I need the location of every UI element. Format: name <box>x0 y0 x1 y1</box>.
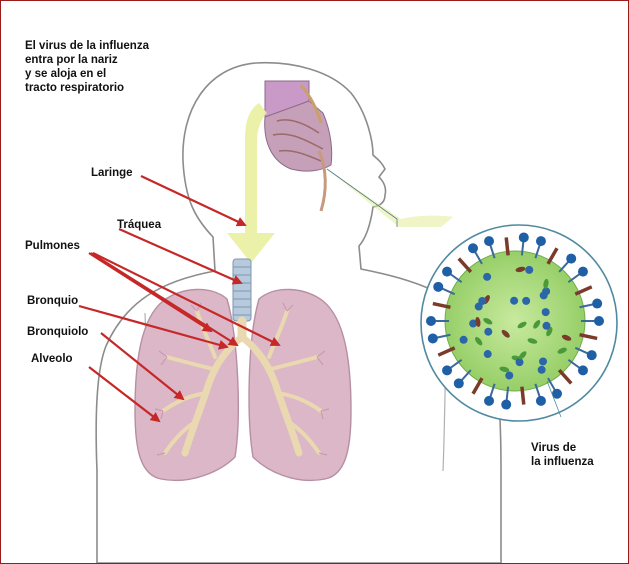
label-traquea: Tráquea <box>117 218 161 232</box>
virus-inner-dot <box>522 297 530 305</box>
virus-spike-tip <box>566 254 576 264</box>
virus-inner-dot <box>483 273 491 281</box>
virus-inner-dot <box>516 358 524 366</box>
label-bronquiolo: Bronquiolo <box>27 325 88 339</box>
virus-spike-tip <box>594 316 604 326</box>
virus-inner-dot <box>510 297 518 305</box>
virus-spike-tip <box>484 396 494 406</box>
virus-inner-dot <box>484 350 492 358</box>
virus-spike-tip <box>442 267 452 277</box>
virus-spike-tip <box>592 299 602 309</box>
label-alveolo: Alveolo <box>31 352 73 366</box>
virus-spike-tip <box>426 316 436 326</box>
trachea <box>233 259 251 321</box>
virus-inner-dot <box>460 336 468 344</box>
virus-inner-dot <box>540 291 548 299</box>
virus-spike-tip <box>519 232 529 242</box>
label-laringe: Laringe <box>91 166 133 180</box>
virus-spike-tip <box>501 400 511 410</box>
virus-inner-dot <box>484 328 492 336</box>
virus-spike-tip <box>484 236 494 246</box>
virus-particle <box>445 251 585 391</box>
virus-spike-tip <box>536 396 546 406</box>
virus-spike-tip <box>587 350 597 360</box>
virus-inner-dot <box>542 322 550 330</box>
virus-inner-dot <box>539 357 547 365</box>
virus-inner-dot <box>538 366 546 374</box>
virus-spike-tip <box>442 365 452 375</box>
virus-spike-tip <box>578 365 588 375</box>
intro-text: El virus de la influenza entra por la na… <box>25 39 149 95</box>
label-pulmones: Pulmones <box>25 239 80 253</box>
virus-magnified <box>421 225 617 421</box>
virus-spike-tip <box>428 333 438 343</box>
virus-spike <box>522 387 524 405</box>
virus-inner-dot <box>525 266 533 274</box>
virus-spike-tip <box>468 243 478 253</box>
virus-inner-dot <box>542 308 550 316</box>
virus-spike-tip <box>536 236 546 246</box>
virus-inner-dot <box>478 297 486 305</box>
virus-inner-dot <box>505 371 513 379</box>
label-virus: Virus de la influenza <box>531 441 594 469</box>
virus-spike <box>506 237 508 255</box>
virus-spike-tip <box>578 267 588 277</box>
label-bronquio: Bronquio <box>27 294 78 308</box>
virus-spike-tip <box>433 282 443 292</box>
virus-spike-tip <box>454 378 464 388</box>
